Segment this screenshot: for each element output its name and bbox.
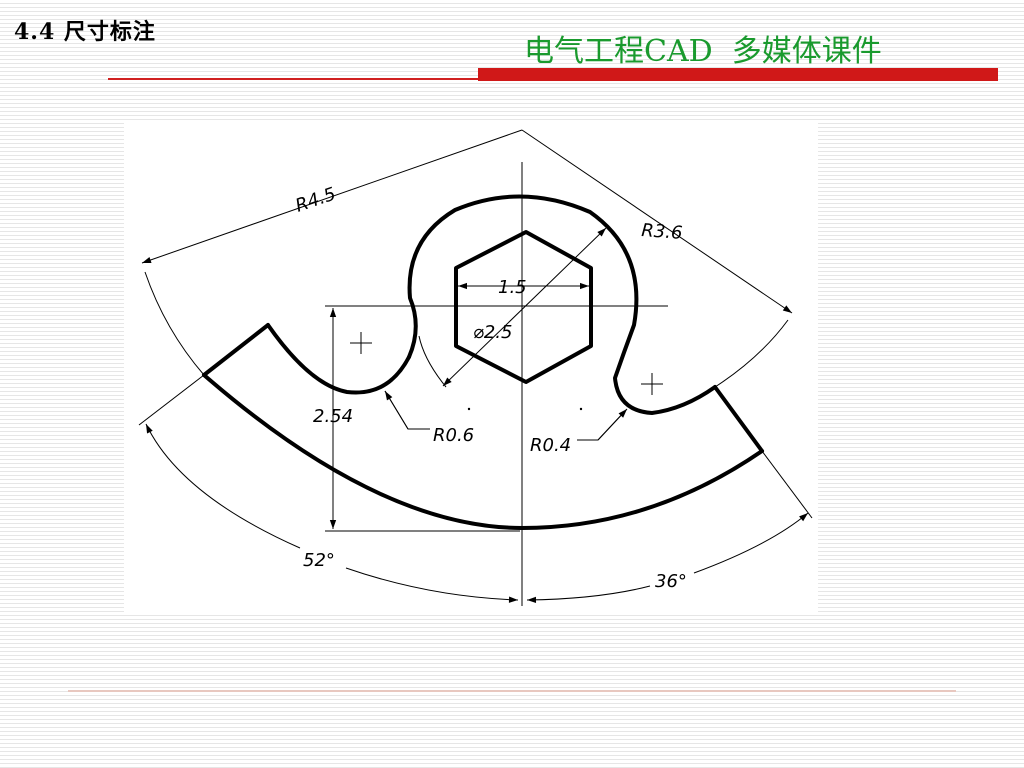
large-circle-arc	[407, 194, 717, 415]
hexagon	[454, 230, 593, 384]
dim-label-r45: R4.5	[293, 183, 339, 216]
cad-drawing-panel: R4.5 R3.6 1.5 ⌀2.5 2.54 R0.6 R0.4 52° 36…	[124, 122, 818, 612]
dim-label-diameter: ⌀2.5	[473, 322, 512, 343]
dim-label-angle-52: 52°	[303, 550, 335, 571]
diameter-dim-line	[442, 227, 607, 387]
angle-52-arc-b	[345, 567, 519, 603]
dim-label-hex-width: 1.5	[498, 277, 527, 298]
header-accent-bar	[478, 68, 998, 81]
marker-dot	[579, 407, 583, 411]
right-radial-edge	[713, 385, 764, 453]
r45-dim-line	[141, 129, 523, 264]
left-angle-ext	[138, 374, 205, 426]
r36-dim-line	[521, 129, 793, 314]
course-title: 电气工程CAD 多媒体课件	[524, 34, 882, 69]
angle-52-arc-a	[145, 423, 301, 549]
r04-leader	[577, 409, 627, 441]
left-radial-edge	[202, 323, 270, 377]
angle-36-arc-a	[526, 585, 651, 604]
r06-leader	[384, 390, 430, 430]
right-extension-arc	[714, 319, 789, 388]
right-angle-ext	[761, 450, 813, 519]
dim-label-angle-36: 36°	[655, 571, 687, 592]
cad-drawing: R4.5 R3.6 1.5 ⌀2.5 2.54 R0.6 R0.4 52° 36…	[138, 129, 813, 606]
marker-dot	[467, 407, 471, 411]
part-outline	[202, 194, 764, 530]
circle-continuation	[418, 335, 447, 388]
header-thin-rule	[108, 78, 480, 80]
footer-rule	[68, 690, 956, 692]
dimension-lines	[138, 129, 813, 604]
left-extension-arc	[144, 271, 205, 376]
dim-label-r04: R0.4	[530, 435, 571, 456]
dim-label-r36: R3.6	[641, 220, 684, 244]
left-inner-arc	[266, 323, 411, 395]
angle-36-arc-b	[693, 512, 809, 574]
r04-arrow	[597, 408, 628, 441]
dim-label-height: 2.54	[313, 406, 353, 427]
r06-arrow	[384, 390, 409, 430]
outer-arc	[202, 373, 764, 530]
dim-label-r06: R0.6	[433, 425, 474, 446]
section-title: 4.4 尺寸标注	[14, 19, 156, 45]
